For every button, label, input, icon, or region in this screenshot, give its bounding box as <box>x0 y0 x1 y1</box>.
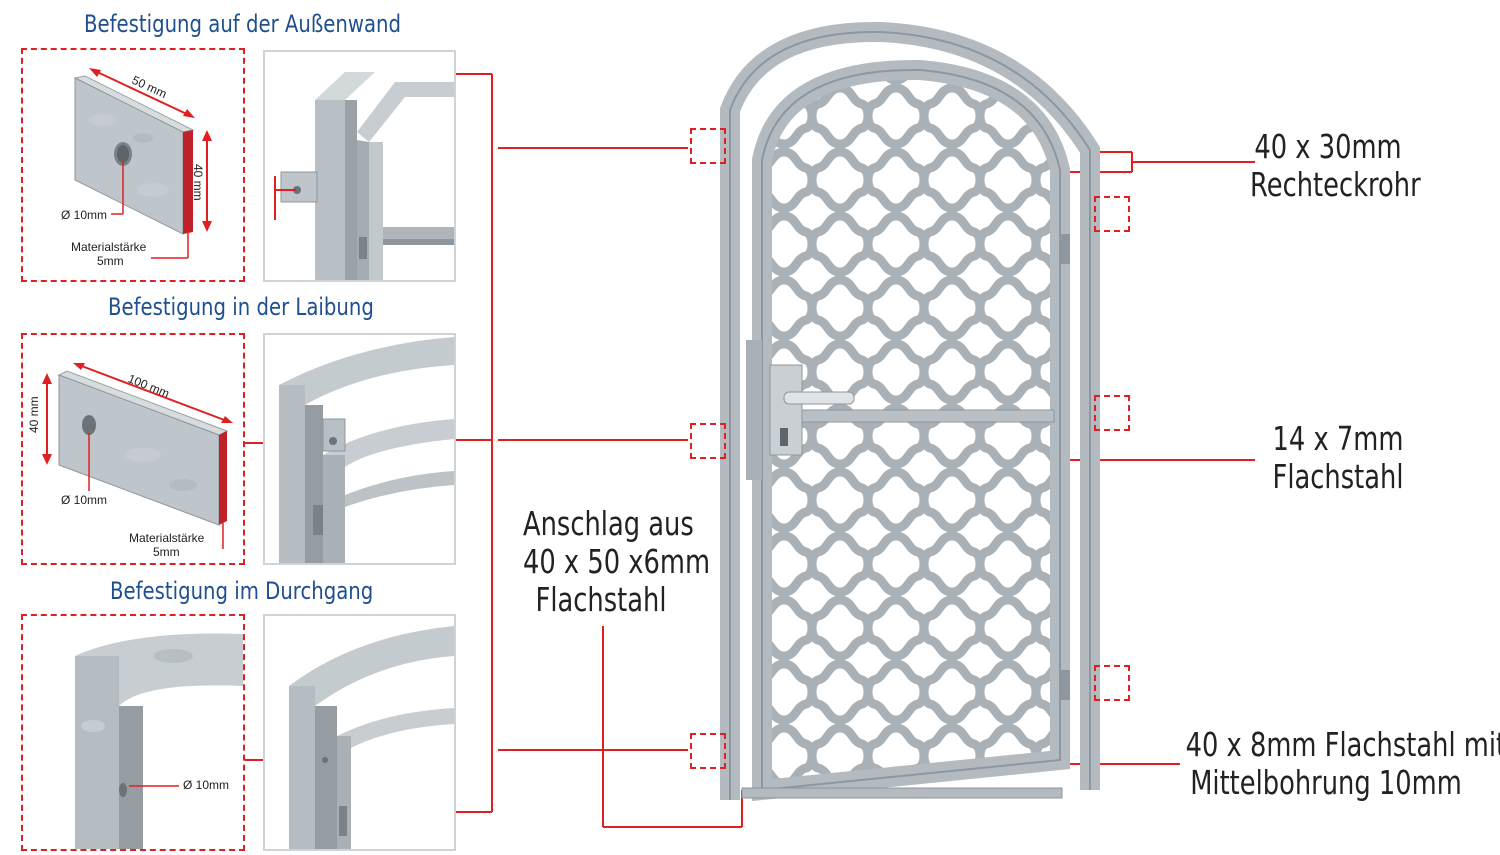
thickness-value: 5mm <box>97 254 124 268</box>
plate-detail-outer-wall: 50 mm 40 mm Ø 10mm Materialstärke 5mm <box>21 48 245 282</box>
callout-stop-line2: 40 x 50 x6mm <box>523 542 711 581</box>
thickness-label: Materialstärke <box>129 531 205 545</box>
anchor-marker-right-top <box>1094 196 1130 232</box>
dim-height-label: 40 mm <box>191 164 205 201</box>
section-title-passage: Befestigung im Durchgang <box>110 577 374 605</box>
section-title-reveal: Befestigung in der Laibung <box>108 293 374 321</box>
plate-detail-reveal: 100 mm 40 mm Ø 10mm Materialstärke 5mm <box>21 333 245 565</box>
plate-detail-passage: Ø 10mm <box>21 614 245 851</box>
callout-frame-tube-line1: 40 x 30mm <box>1254 127 1402 166</box>
frame-drawing-passage <box>75 633 243 849</box>
plate-drawing-reveal <box>42 363 233 549</box>
callout-stop-line3: Flachstahl <box>535 580 667 619</box>
callout-bottom-bar: 40 x 8mm Flachstahl mit Mittelbohrung 10… <box>1185 725 1500 802</box>
anchor-marker-right-bottom <box>1094 665 1130 701</box>
callout-bottom-bar-line1: 40 x 8mm Flachstahl mit <box>1185 725 1500 764</box>
gate-illustration <box>720 21 1100 802</box>
anchor-marker-left-middle <box>690 423 726 459</box>
thickness-value: 5mm <box>153 545 180 559</box>
outer-wall-mount-illustration <box>280 72 454 280</box>
photo-passage-mount <box>263 614 456 851</box>
hole-diameter-label: Ø 10mm <box>183 778 230 792</box>
callout-flat-bar-line2: Flachstahl <box>1272 457 1404 496</box>
dim-height-label: 40 mm <box>27 396 41 433</box>
callout-flat-bar-line1: 14 x 7mm <box>1272 419 1404 458</box>
photo-reveal-mount <box>263 333 456 565</box>
anchor-marker-left-bottom <box>690 733 726 769</box>
callout-stop: Anschlag aus 40 x 50 x6mm Flachstahl <box>523 504 711 619</box>
callout-frame-tube-line2: Rechteckrohr <box>1250 165 1421 204</box>
anchor-marker-left-top <box>690 128 726 164</box>
thickness-label: Materialstärke <box>71 240 147 254</box>
callout-flat-bar: 14 x 7mm Flachstahl <box>1260 420 1416 496</box>
reveal-mount-illustration <box>279 337 454 563</box>
plate-drawing-outer-wall <box>73 68 212 259</box>
callout-frame-tube: 40 x 30mm Rechteckrohr <box>1250 127 1421 204</box>
hole-diameter-label: Ø 10mm <box>61 493 108 507</box>
photo-outer-wall-mount <box>263 50 456 282</box>
callout-bottom-bar-line2: Mittelbohrung 10mm <box>1190 763 1462 802</box>
passage-mount-illustration <box>289 626 454 849</box>
hole-diameter-label: Ø 10mm <box>61 208 108 222</box>
callout-stop-line1: Anschlag aus <box>523 504 694 543</box>
anchor-marker-right-middle <box>1094 395 1130 431</box>
section-title-outer-wall: Befestigung auf der Außenwand <box>84 10 401 38</box>
